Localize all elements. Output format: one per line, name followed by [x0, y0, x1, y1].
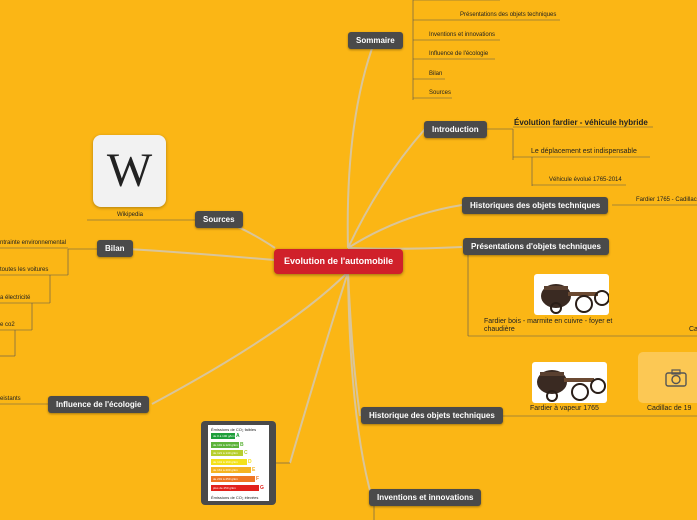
node-sources-label: Sources [203, 215, 235, 224]
node-ecologie[interactable]: Influence de l'écologie [48, 396, 149, 413]
presentations-cut: Ca [689, 326, 697, 333]
ecologie-leaf[interactable]: eistants [0, 396, 21, 402]
intro-title[interactable]: Évolution fardier - véhicule hybride [514, 118, 648, 127]
energy-row-letter: B [240, 442, 244, 448]
energy-row-letter: C [244, 450, 248, 456]
historiques-leaf[interactable]: Fardier 1765 - Cadillac [636, 197, 697, 203]
wikipedia-image[interactable]: W [93, 135, 166, 207]
fardier-vapeur-image[interactable] [532, 362, 607, 403]
node-presentations[interactable]: Présentations d'objets techniques [463, 238, 609, 255]
sommaire-item-bilan[interactable]: Bilan [429, 71, 442, 77]
sommaire-item-ecologie[interactable]: Influence de l'écologie [429, 51, 488, 57]
node-ecologie-label: Influence de l'écologie [56, 400, 141, 409]
energy-row-letter: E [252, 467, 255, 473]
node-sommaire[interactable]: Sommaire [348, 32, 403, 49]
node-historique2-label: Historique des objets techniques [369, 411, 495, 420]
fardier-image[interactable] [534, 274, 609, 315]
energy-bottom-label: Émissions de CO₂ élevées [211, 495, 258, 500]
node-introduction-label: Introduction [432, 125, 479, 134]
node-introduction[interactable]: Introduction [424, 121, 487, 138]
bilan-item-3[interactable]: a électricité [0, 295, 30, 301]
sommaire-item-inventions[interactable]: Inventions et innovations [429, 32, 495, 38]
historique2-caption2[interactable]: Cadillac de 19 [647, 405, 691, 412]
node-bilan[interactable]: Bilan [97, 240, 133, 257]
node-sources[interactable]: Sources [195, 211, 243, 228]
energy-top-label: Émissions de CO₂ faibles [211, 427, 256, 432]
sommaire-item-sources[interactable]: Sources [429, 90, 451, 96]
bilan-item-1[interactable]: ntrainte environnemental [0, 240, 66, 246]
energy-label-card: Émissions de CO₂ faibles de 0 à 100 g/km… [208, 425, 269, 501]
energy-row-letter: G [260, 485, 264, 491]
fardier-drawing [534, 274, 609, 315]
bilan-item-2[interactable]: toutes les voitures [0, 267, 48, 273]
root-label: Evolution de l'automobile [284, 256, 393, 266]
node-sommaire-label: Sommaire [356, 36, 395, 45]
sommaire-item-presentations[interactable]: Présentations des objets techniques [460, 12, 556, 18]
wikipedia-caption[interactable]: Wikipedia [117, 212, 143, 218]
fardier-vapeur-drawing [532, 362, 607, 403]
energy-label-image[interactable]: Émissions de CO₂ faibles de 0 à 100 g/km… [201, 421, 276, 505]
node-presentations-label: Présentations d'objets techniques [471, 242, 601, 251]
energy-row-letter: A [236, 433, 240, 439]
root-node[interactable]: Evolution de l'automobile [274, 249, 403, 274]
image-placeholder[interactable] [638, 352, 697, 403]
wikipedia-logo: W [93, 135, 166, 207]
node-historique2[interactable]: Historique des objets techniques [361, 407, 503, 424]
node-historiques[interactable]: Historiques des objets techniques [462, 197, 608, 214]
energy-row-letter: D [248, 459, 252, 465]
energy-row-letter: F [256, 476, 259, 482]
node-inventions[interactable]: Inventions et innovations [369, 489, 481, 506]
historique2-caption1[interactable]: Fardier à vapeur 1765 [530, 405, 599, 412]
node-inventions-label: Inventions et innovations [377, 493, 473, 502]
bilan-item-4[interactable]: e co2 [0, 322, 15, 328]
intro-sub[interactable]: Le déplacement est indispensable [531, 148, 637, 155]
camera-icon [665, 369, 687, 387]
intro-subsub[interactable]: Véhicule évolué 1765-2014 [549, 177, 622, 183]
node-bilan-label: Bilan [105, 244, 125, 253]
presentations-caption[interactable]: Fardier bois - marmite en cuivre - foyer… [484, 318, 644, 334]
node-historiques-label: Historiques des objets techniques [470, 201, 600, 210]
